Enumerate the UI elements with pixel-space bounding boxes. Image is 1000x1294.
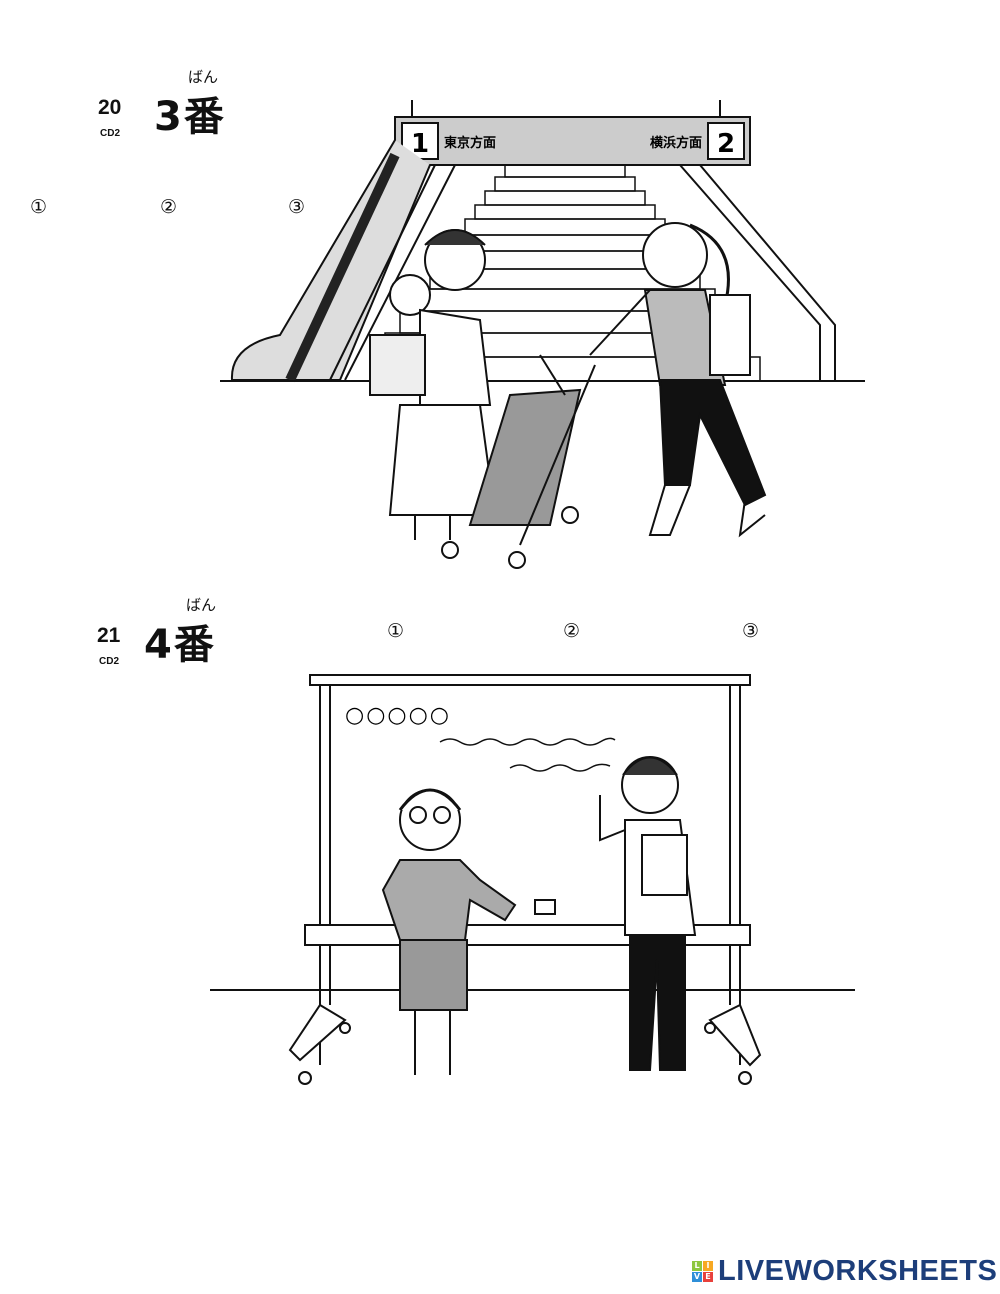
cd-label: CD2 [100,128,121,139]
sign-left-text: 東京方面 [444,135,496,151]
option-3[interactable]: ③ [288,196,306,218]
track-number: 20 [98,96,122,119]
sign-right-text: 横浜方面 [650,135,702,151]
logo-tile: E [703,1271,713,1282]
station-stairs-illustration: 1 東京方面 横浜方面 2 [220,100,865,569]
logo-tile: I [703,1260,713,1271]
option-2[interactable]: ② [160,196,178,218]
logo-text: LIVEWORKSHEETS [718,1255,998,1287]
furigana: ばん [188,68,219,86]
board-text: ○○○○○ [345,703,451,728]
logo-tile: V [692,1271,702,1282]
option-1[interactable]: ① [387,620,405,642]
sign-right-number: 2 [717,129,735,159]
track-number: 21 [97,624,121,647]
question-title: 3番 [154,94,226,140]
option-2[interactable]: ② [563,620,581,642]
whiteboard-classroom-illustration: ○○○○○ [210,674,855,1085]
sign-left-number: 1 [411,129,429,159]
cd-label: CD2 [99,656,120,667]
option-1[interactable]: ① [30,196,48,218]
question-title: 4番 [144,622,216,668]
logo-tile: L [692,1260,702,1271]
option-3[interactable]: ③ [742,620,760,642]
furigana: ばん [186,596,217,614]
